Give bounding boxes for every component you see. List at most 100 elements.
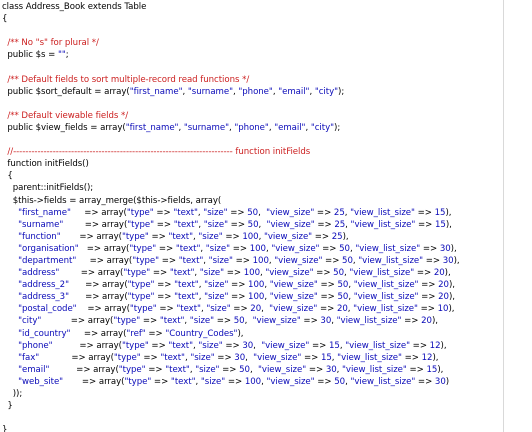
code-token-string: "fax" (18, 352, 40, 363)
code-line[interactable] (2, 98, 460, 110)
code-token-plain: ), (448, 304, 455, 315)
code-text-area[interactable]: class Address_Book extends Table{ /** No… (2, 1, 460, 432)
code-line[interactable] (2, 134, 460, 146)
code-token-number: 30 (234, 352, 246, 363)
code-line[interactable]: "email" => array("type" => "text", "size… (2, 364, 460, 376)
code-token-number: 15 (320, 352, 332, 363)
code-line[interactable]: class Address_Book extends Table (2, 1, 460, 13)
code-line[interactable]: "organisation" => array("type" => "text"… (2, 243, 460, 255)
code-token-plain: => (414, 268, 434, 279)
code-token-string: "email" (274, 122, 306, 133)
code-token-plain: , (348, 292, 354, 303)
code-line[interactable]: "fax" => array("type" => "text", "size" … (2, 352, 460, 364)
code-token-plain (2, 377, 18, 387)
code-line[interactable]: "id_country" => array("ref" => "Country_… (2, 328, 460, 340)
code-line[interactable]: "address_3" => array("type" => "text", "… (2, 291, 460, 303)
code-token-plain: => (301, 352, 321, 363)
code-line[interactable]: public $s = ""; (2, 49, 460, 61)
code-line[interactable]: "phone" => array("type" => "text", "size… (2, 340, 460, 352)
code-line[interactable]: function initFields() (2, 158, 460, 170)
code-token-string: "first_name" (129, 86, 183, 97)
code-token-plain: => (154, 292, 175, 303)
code-line[interactable]: "postal_code" => array("type" => "text",… (2, 303, 460, 315)
code-line[interactable] (2, 61, 460, 73)
code-token-plain: , (233, 86, 239, 97)
code-token-plain: => (401, 352, 422, 363)
code-token-plain: => (140, 316, 160, 327)
code-line[interactable]: parent::initFields(); (2, 182, 460, 194)
code-line[interactable] (2, 412, 460, 424)
code-token-string: "view_size" (269, 304, 318, 315)
code-line[interactable]: "web_site" => array("type" => "text", "s… (2, 376, 460, 388)
code-token-plain: , (193, 340, 199, 351)
code-token-number: 100 (249, 243, 266, 254)
code-line[interactable]: { (2, 170, 460, 182)
code-token-plain: => array( (68, 280, 128, 291)
code-token-plain: => (415, 376, 435, 387)
code-token-plain: parent::initFields(); (2, 183, 94, 194)
code-line[interactable] (2, 25, 460, 37)
code-line[interactable]: { (2, 13, 460, 25)
code-line[interactable]: "address_2" => array("type" => "text", "… (2, 279, 460, 291)
code-line[interactable]: )); (2, 388, 460, 400)
code-token-string: "view_size" (271, 243, 320, 254)
code-line[interactable]: $this->fields = array_merge($this->field… (2, 195, 460, 207)
code-line[interactable]: "function" => array("type" => "text", "s… (2, 231, 460, 243)
code-token-string: "first_name" (18, 207, 71, 218)
code-line[interactable]: "address" => array("type" => "text", "si… (2, 267, 460, 279)
code-token-plain: => array( (49, 364, 119, 375)
code-token-plain: { (2, 171, 13, 182)
code-token-string: "city" (310, 122, 335, 133)
code-line[interactable]: /** Default fields to sort multiple-reco… (2, 74, 460, 86)
code-token-number: 25 (334, 219, 346, 230)
code-line[interactable]: "department" => array("type" => "text", … (2, 255, 460, 267)
code-token-plain (2, 341, 18, 351)
code-token-plain: , (264, 280, 270, 291)
code-token-string: "type" (127, 292, 155, 303)
code-token-string: "type" (121, 231, 149, 242)
code-line[interactable]: } (2, 424, 460, 432)
code-token-plain: , (272, 86, 279, 97)
code-token-string: "text" (175, 243, 201, 254)
code-token-number: 30 (442, 255, 454, 266)
code-line[interactable]: public $sort_default = array("first_name… (2, 86, 460, 98)
code-line[interactable]: /** Default viewable fields */ (2, 110, 460, 122)
code-token-number: 50 (334, 376, 346, 387)
code-token-string: "type" (113, 316, 141, 327)
code-token-number: 15 (329, 340, 340, 351)
code-line[interactable]: "first_name" => array("type" => "text", … (2, 207, 460, 219)
code-line[interactable]: } (2, 400, 460, 412)
code-line[interactable]: "surname" => array("type" => "text", "si… (2, 219, 460, 231)
code-token-plain: , (193, 231, 199, 242)
code-token-plain (2, 256, 18, 266)
code-token-plain: => array( (70, 328, 127, 339)
code-token-plain: )); (2, 389, 23, 399)
code-token-string: "type" (123, 268, 151, 279)
code-token-string: "first_name" (125, 122, 179, 133)
code-token-string: "address_2" (18, 280, 69, 291)
code-token-string: "text" (160, 352, 185, 363)
code-token-plain: , (345, 219, 351, 230)
code-token-plain: => (317, 280, 338, 291)
code-line[interactable]: //--------------------------------------… (2, 146, 460, 158)
code-line[interactable]: "city" => array("type" => "text", "size"… (2, 315, 460, 327)
code-token-plain: , (184, 316, 190, 327)
code-token-plain: ), (450, 243, 457, 254)
code-token-plain: , (249, 364, 259, 375)
code-token-string: "phone" (234, 122, 269, 133)
code-token-plain: ), (440, 340, 447, 351)
code-token-string: "view_list_size" (353, 280, 419, 291)
code-token-plain: => (214, 352, 235, 363)
code-token-number: 50 (247, 207, 259, 218)
code-line[interactable]: public $view_fields = array("first_name"… (2, 122, 460, 134)
code-token-string: "view_list_size" (350, 219, 416, 230)
code-token-string: "postal_code" (18, 304, 77, 315)
code-token-plain (2, 316, 18, 326)
code-token-plain: => (140, 352, 161, 363)
code-token-string: "" (57, 50, 66, 61)
code-line[interactable]: /** No "s" for plural */ (2, 37, 460, 49)
code-token-string: "view_list_size" (350, 376, 416, 387)
code-token-string: "text" (169, 268, 195, 279)
code-token-string: "type" (127, 219, 155, 230)
